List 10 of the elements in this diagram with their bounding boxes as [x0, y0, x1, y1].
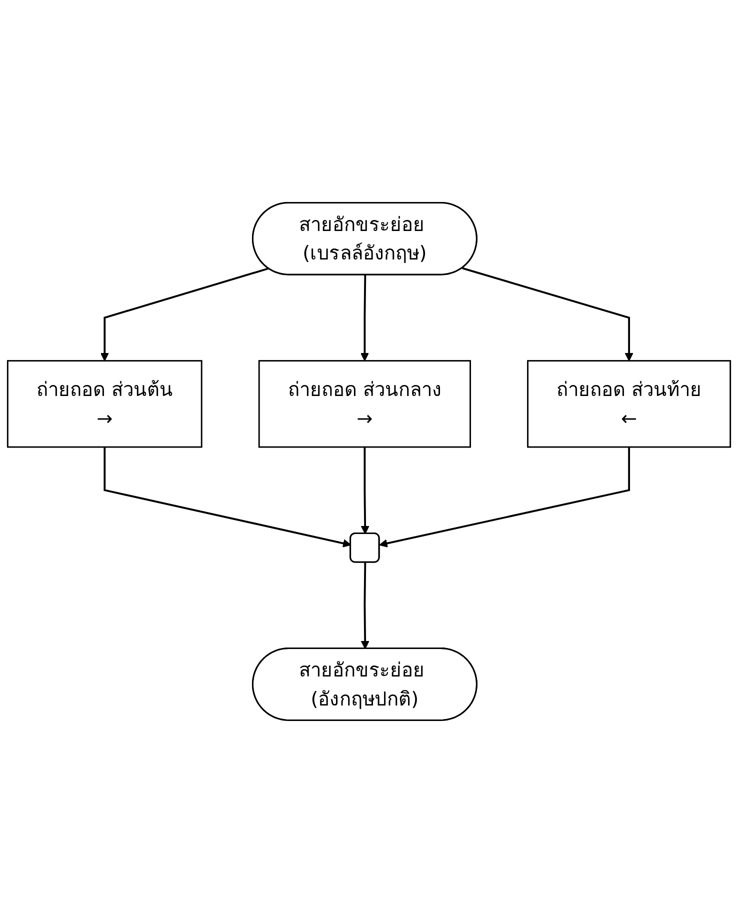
- arrow: [379, 446, 630, 548]
- arrow: [462, 266, 634, 361]
- node-box: ถ่ายถอด ส่วนกลาง →: [258, 360, 471, 448]
- arrow: [104, 446, 352, 547]
- node-box: ถ่ายถอด ส่วนต้น →: [6, 360, 202, 448]
- arrow: [360, 562, 370, 649]
- node-box: ถ่ายถอด ส่วนท้าย ←: [527, 360, 732, 448]
- arrow: [360, 446, 370, 534]
- arrow: [360, 274, 369, 361]
- arrow: [100, 267, 269, 361]
